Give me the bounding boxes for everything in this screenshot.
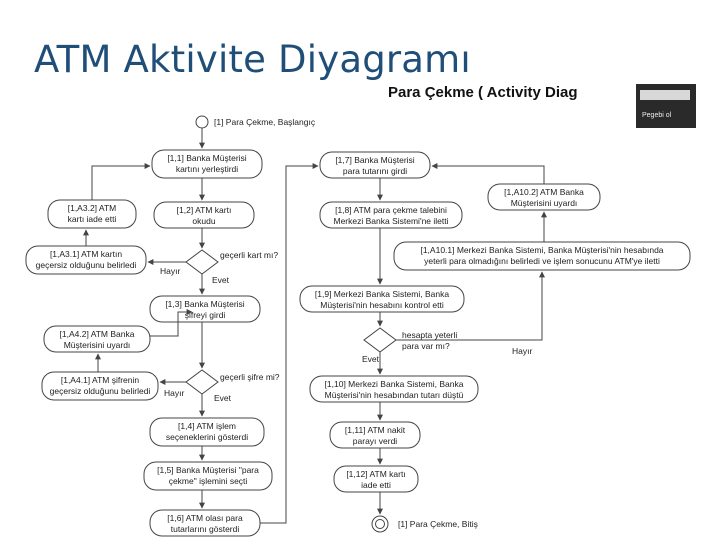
activity-a10-1-line1: [1,A10.1] Merkezi Banka Sistemi, Banka M… <box>420 245 663 255</box>
activity-diagram: [1] Para Çekme, Başlangıç [1,1] Banka Mü… <box>25 115 691 537</box>
decision-valid-card-label: geçerli kart mı? <box>220 250 278 260</box>
activity-a4-1 <box>41 371 159 401</box>
start-label: [1] Para Çekme, Başlangıç <box>214 117 316 127</box>
decision-sufficient-funds-line1: hesapta yeterli <box>402 330 457 340</box>
decision-sufficient-funds <box>363 327 397 353</box>
activity-1-12-line2: iade etti <box>361 480 391 490</box>
decision-valid-pin-no: Hayır <box>164 388 184 398</box>
activity-1-11-line2: parayı verdi <box>353 436 398 446</box>
thumbnail-label: Pegebi ol <box>642 112 672 119</box>
diagram-title: Para Çekme ( Activity Diag <box>388 84 578 101</box>
activity-1-8-line1: [1,8] ATM para çekme talebini <box>335 205 447 215</box>
activity-1-3-line1: [1,3] Banka Müşterisi <box>165 299 244 309</box>
edge <box>431 163 545 184</box>
activity-a4-1-line1: [1,A4.1] ATM şifrenin <box>61 375 140 385</box>
activity-1-5-line1: [1,5] Banka Müşterisi "para <box>157 465 259 475</box>
end-node-outer <box>371 515 389 533</box>
activity-a3-1-line1: [1,A3.1] ATM kartın <box>50 249 122 259</box>
activity-1-1 <box>151 149 263 179</box>
edge <box>260 163 319 524</box>
activity-1-7 <box>319 151 431 179</box>
end-node-inner <box>375 519 385 529</box>
decision-valid-pin-yes: Evet <box>214 393 232 403</box>
slide-title: ATM Aktivite Diyagramı <box>34 38 471 81</box>
activity-a4-2-line1: [1,A4.2] ATM Banka <box>60 329 135 339</box>
activity-1-3-line2: şifreyi girdi <box>185 310 226 320</box>
decision-valid-card-yes: Evet <box>212 275 230 285</box>
activity-a3-2-line2: kartı iade etti <box>68 214 117 224</box>
activity-a10-2-line2: Müşterisini uyardı <box>511 198 578 208</box>
activity-1-10-line1: [1,10] Merkezi Banka Sistemi, Banka <box>325 379 464 389</box>
activity-1-2-line1: [1,2] ATM kartı <box>177 205 232 215</box>
decision-sufficient-funds-yes: Evet <box>362 354 380 364</box>
end-label: [1] Para Çekme, Bitiş <box>398 519 478 529</box>
thumbnail: Pegebi ol <box>636 84 696 128</box>
activity-a3-2-line1: [1,A3.2] ATM <box>68 203 117 213</box>
activity-a10-2-line1: [1,A10.2] ATM Banka <box>504 187 584 197</box>
activity-1-2-line2: okudu <box>192 216 215 226</box>
activity-1-4-line2: seçeneklerini gösterdi <box>166 432 248 442</box>
decision-sufficient-funds-line2: para var mı? <box>402 341 450 351</box>
activity-1-1-line1: [1,1] Banka Müşterisi <box>167 153 246 163</box>
activity-1-10-line2: Müşterisi'nin hesabından tutarı düştü <box>325 390 464 400</box>
activity-1-5-line2: çekme" işlemini seçti <box>169 476 248 486</box>
activity-1-6-line1: [1,6] ATM olası para <box>167 513 243 523</box>
activity-1-9 <box>299 285 465 313</box>
decision-valid-pin <box>185 369 219 395</box>
activity-a4-1-line2: geçersiz olduğunu belirledi <box>50 386 151 396</box>
activity-1-11-line1: [1,11] ATM nakit <box>345 425 406 435</box>
thumbnail-bar <box>640 90 690 100</box>
activity-1-7-line2: para tutarını girdi <box>343 166 407 176</box>
activity-a10-1-line2: yeterli para olmadığını belirledi ve işl… <box>424 256 660 266</box>
decision-valid-pin-label: geçerli şifre mi? <box>220 372 280 382</box>
activity-1-7-line1: [1,7] Banka Müşterisi <box>335 155 414 165</box>
decision-valid-card-no: Hayır <box>160 266 180 276</box>
decision-valid-card <box>185 249 219 275</box>
activity-1-4-line1: [1,4] ATM işlem <box>178 421 236 431</box>
activity-a10-1 <box>393 241 691 271</box>
activity-1-11 <box>329 421 421 449</box>
edge <box>150 309 193 337</box>
edge <box>91 163 151 200</box>
activity-1-2 <box>153 201 255 229</box>
activity-1-9-line2: Müşterisi'nin hesabını kontrol etti <box>320 300 444 310</box>
activity-1-12-line1: [1,12] ATM kartı <box>346 469 405 479</box>
decision-sufficient-funds-no: Hayır <box>512 346 532 356</box>
activity-1-9-line1: [1,9] Merkezi Banka Sistemi, Banka <box>315 289 449 299</box>
activity-a4-2 <box>43 325 151 353</box>
diagram-panel: [1] Para Çekme, Başlangıç [1,1] Banka Mü… <box>22 100 694 538</box>
activity-a3-1-line2: geçersiz olduğunu belirledi <box>36 260 137 270</box>
activity-1-8 <box>319 201 463 229</box>
activity-1-8-line2: Merkezi Banka Sistemi'ne iletti <box>334 216 449 226</box>
edge <box>396 271 545 341</box>
activity-a4-2-line2: Müşterisini uyardı <box>64 340 131 350</box>
activity-1-1-line2: kartını yerleştirdi <box>176 164 238 174</box>
activity-1-6-line2: tutarlarını gösterdi <box>171 524 240 534</box>
activity-1-12 <box>333 465 419 493</box>
start-node <box>195 115 209 129</box>
activity-1-10 <box>309 375 479 403</box>
activity-1-5 <box>143 461 273 491</box>
activity-1-4 <box>149 417 265 447</box>
